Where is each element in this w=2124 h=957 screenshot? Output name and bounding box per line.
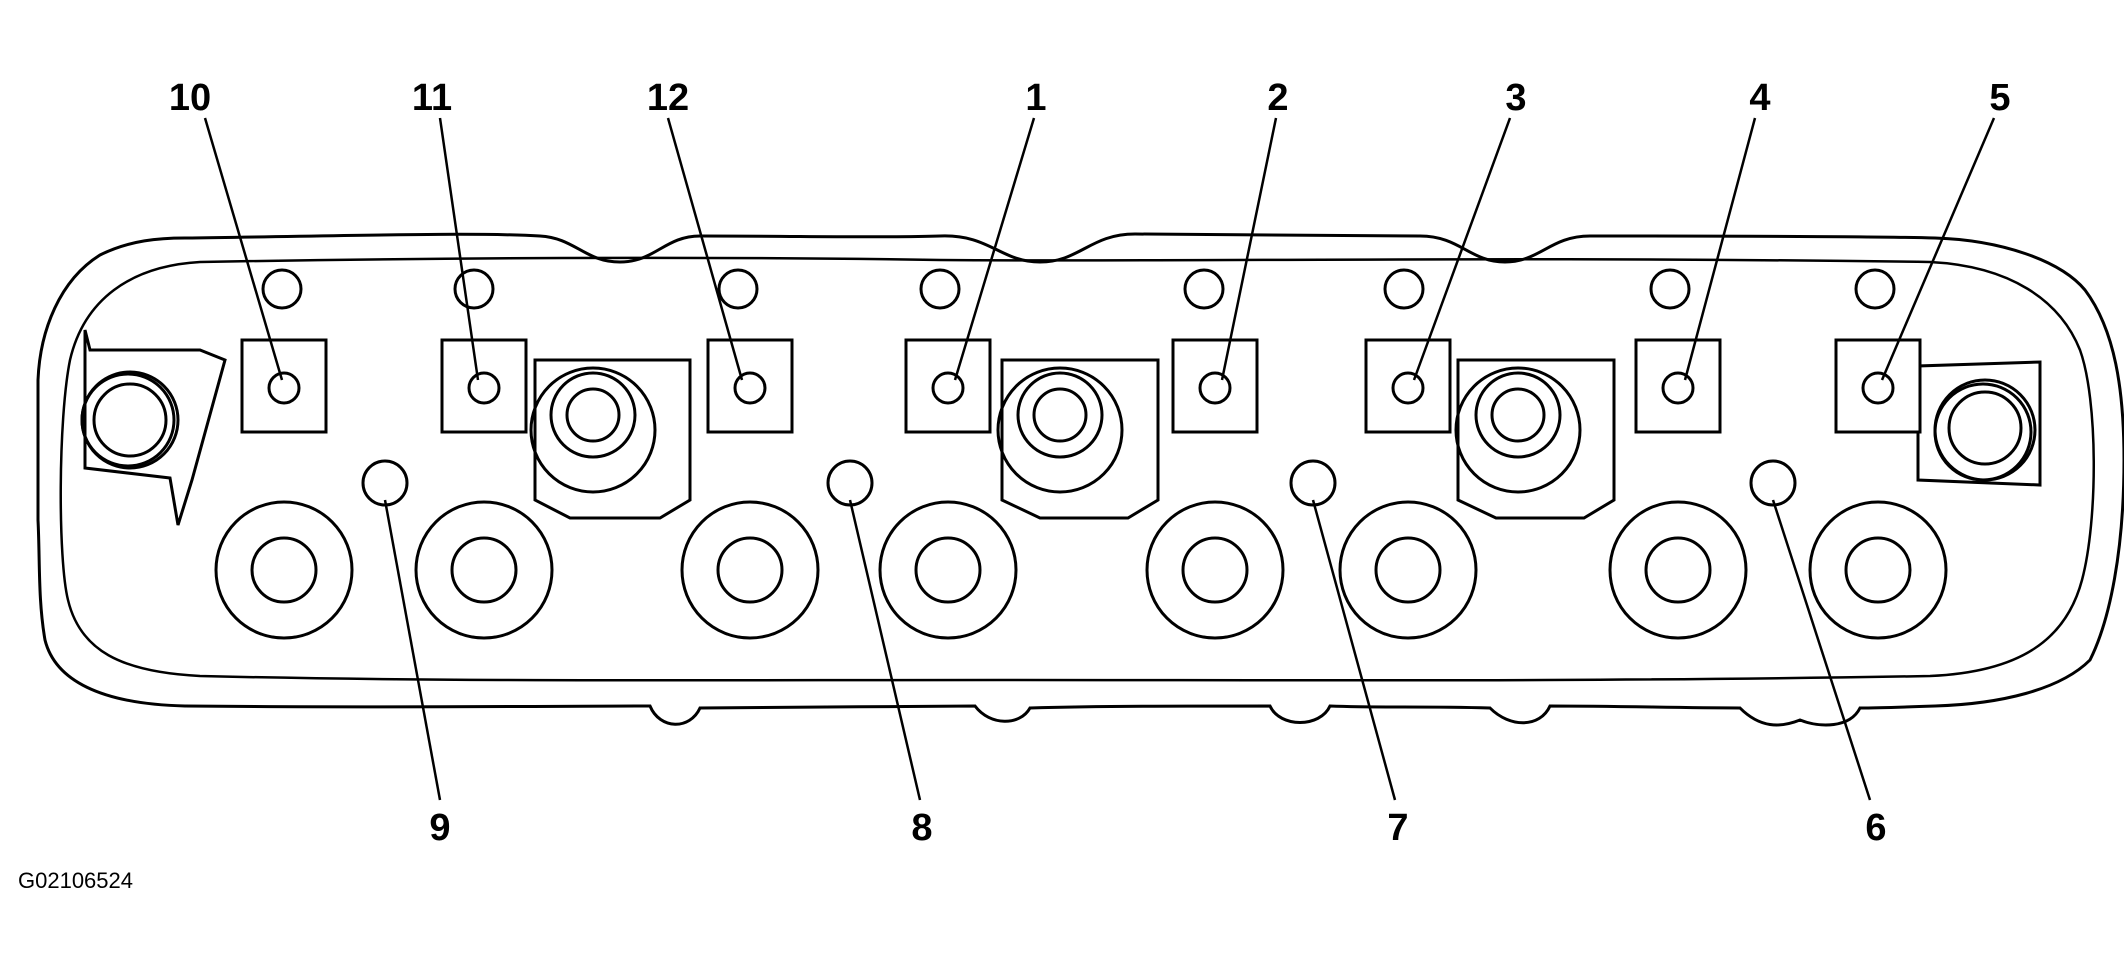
callout-6: 6 <box>1865 807 1886 849</box>
callout-labels-bottom: 9 8 7 6 <box>429 807 1886 849</box>
callout-4: 4 <box>1749 77 1770 119</box>
right-end-plug <box>1916 360 2042 487</box>
callout-8: 8 <box>911 807 932 849</box>
upper-bolt-pads <box>240 338 1922 434</box>
callout-7: 7 <box>1387 807 1408 849</box>
callout-3: 3 <box>1505 77 1526 119</box>
callout-12: 12 <box>647 77 689 119</box>
lower-bolt-bosses <box>214 500 1948 640</box>
cylinder-head-outline <box>36 232 2124 727</box>
callout-1: 1 <box>1025 77 1046 119</box>
callout-5: 5 <box>1989 77 2010 119</box>
callout-2: 2 <box>1267 77 1288 119</box>
figure-id: G02106524 <box>18 868 133 893</box>
plug-bosses <box>529 358 1616 520</box>
callout-10: 10 <box>169 77 211 119</box>
middle-small-holes <box>361 459 1797 507</box>
callout-11: 11 <box>412 77 452 119</box>
top-holes <box>261 268 1896 310</box>
left-end-plug <box>80 329 227 526</box>
callout-9: 9 <box>429 807 450 849</box>
callout-labels-top: 10 11 12 1 2 3 4 5 <box>169 77 2011 119</box>
leader-lines <box>203 117 1996 801</box>
